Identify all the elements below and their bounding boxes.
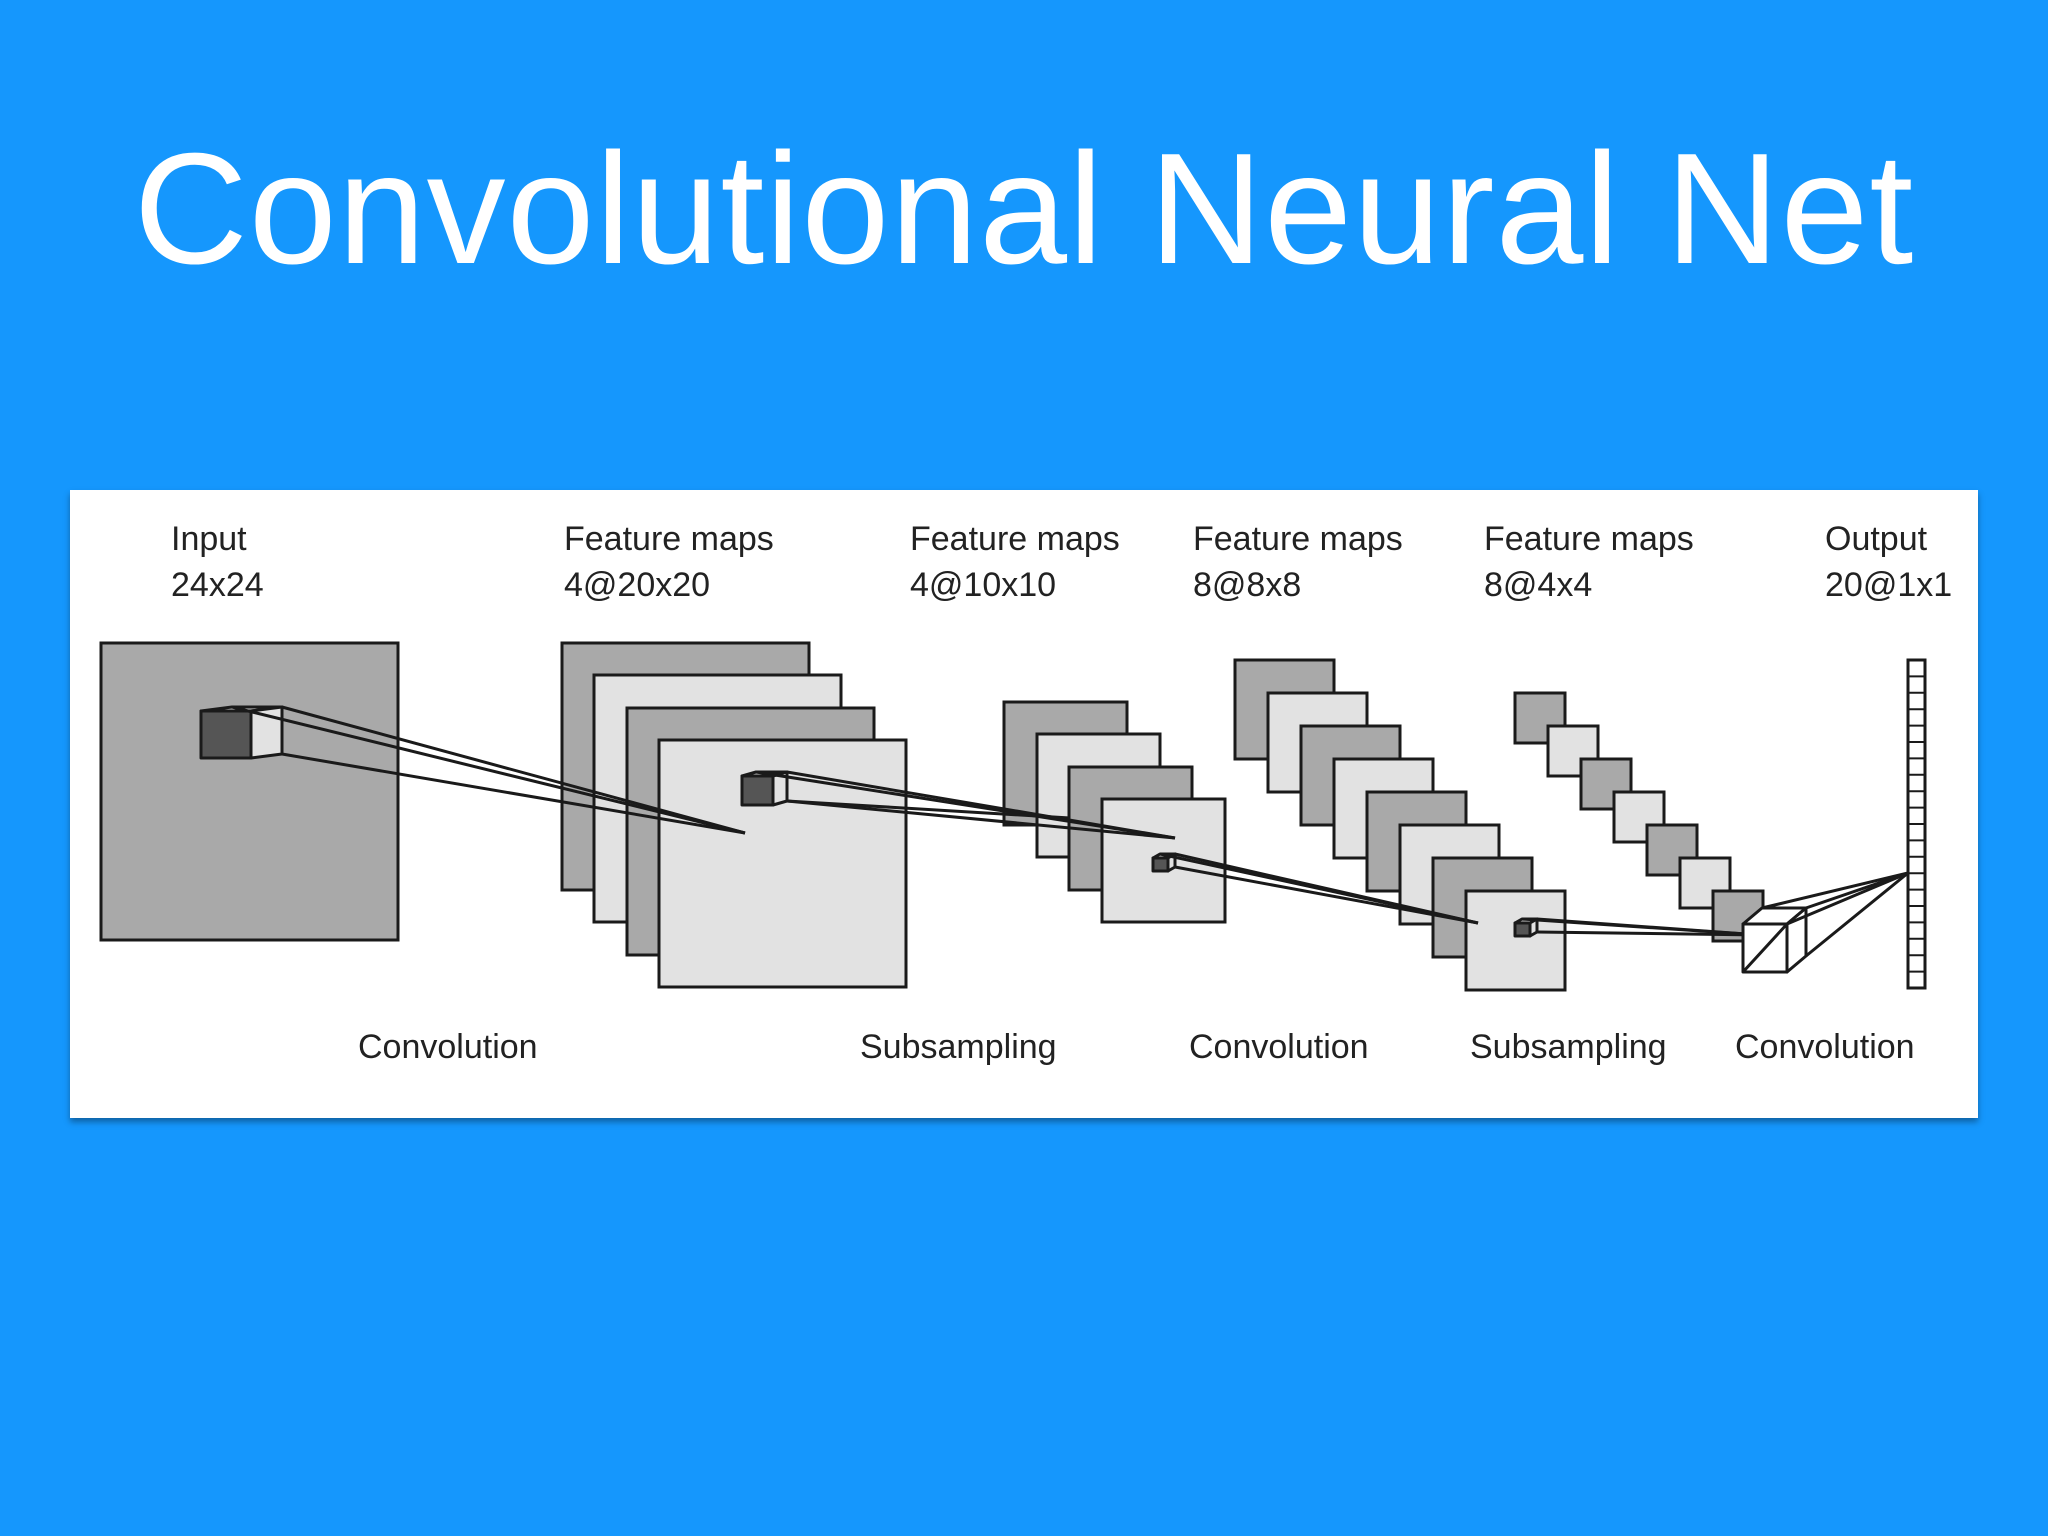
stage-size-output: 20@1x1	[1825, 566, 1952, 604]
stage-size-feature-maps-1: 4@20x20	[564, 566, 710, 604]
stage-size-feature-maps-2: 4@10x10	[910, 566, 1056, 604]
slide-title: Convolutional Neural Net	[133, 121, 1915, 297]
operation-label-subsampling-2: Subsampling	[1470, 1028, 1667, 1066]
receptive-field-3	[1151, 852, 1479, 925]
stage-label-input: Input	[171, 520, 247, 558]
receptive-field-2	[740, 770, 1176, 840]
input-map	[99, 641, 400, 942]
stage-size-feature-maps-4: 8@4x4	[1484, 566, 1592, 604]
operation-label-convolution-2: Convolution	[1189, 1028, 1369, 1066]
output-cells	[1908, 675, 1925, 973]
receptive-field-4	[1513, 917, 1761, 938]
cnn-diagram-panel: Input 24x24 Feature maps 4@20x20 Feature…	[70, 490, 1978, 1118]
receptive-field-1	[199, 705, 746, 835]
cnn-architecture-diagram: Input 24x24 Feature maps 4@20x20 Feature…	[99, 520, 1952, 1066]
feature-map-4x4-6	[1678, 856, 1732, 910]
receptive-field-5	[1741, 871, 1909, 974]
stage-label-feature-maps-4: Feature maps	[1484, 520, 1694, 558]
stage-label-feature-maps-3: Feature maps	[1193, 520, 1403, 558]
feature-map-8x8-8	[1464, 889, 1567, 992]
stage-size-input: 24x24	[171, 566, 264, 604]
stage-size-feature-maps-3: 8@8x8	[1193, 566, 1301, 604]
operation-label-convolution-3: Convolution	[1735, 1028, 1915, 1066]
operation-label-subsampling-1: Subsampling	[860, 1028, 1057, 1066]
stage-label-feature-maps-1: Feature maps	[564, 520, 774, 558]
operation-label-convolution-1: Convolution	[358, 1028, 538, 1066]
stage-label-output: Output	[1825, 520, 1928, 558]
stage-label-feature-maps-2: Feature maps	[910, 520, 1120, 558]
